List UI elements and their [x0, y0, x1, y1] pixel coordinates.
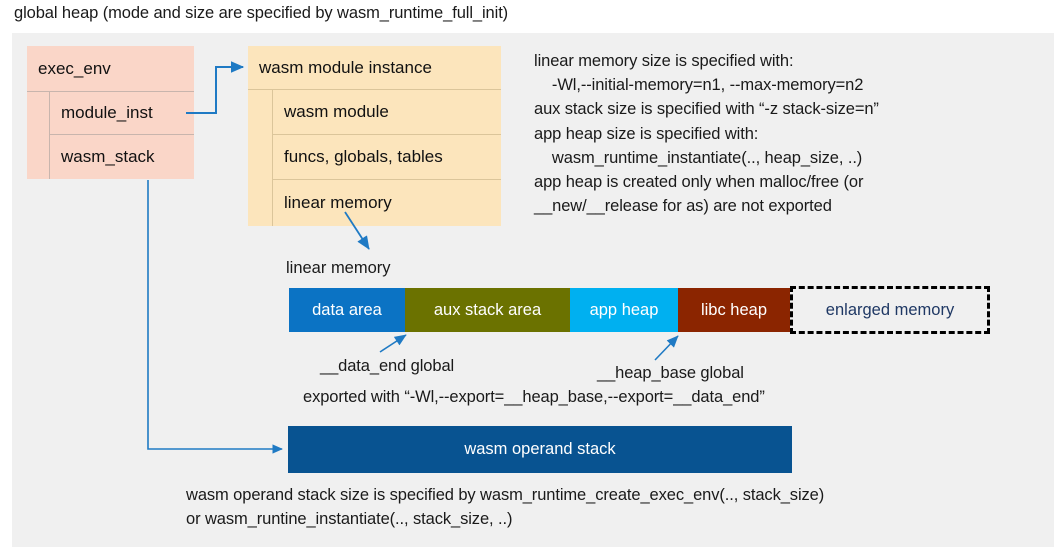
memory-segment-libc-heap: libc heap: [678, 288, 790, 332]
module-instance-indent-gutter: [248, 90, 273, 226]
module-instance-field-wasm-module: wasm module: [273, 90, 501, 135]
memory-segment-label: app heap: [589, 300, 659, 319]
memory-bar-label: linear memory: [286, 259, 391, 277]
memory-segment-label: data area: [312, 300, 382, 319]
module-instance-field-label: linear memory: [284, 193, 392, 212]
callout-heap-base: __heap_base global: [597, 364, 744, 382]
module-instance-field-funcs-globals-tables: funcs, globals, tables: [273, 135, 501, 180]
operand-stack-note: wasm operand stack size is specified by …: [186, 486, 825, 529]
exec-env-indent-gutter: [27, 92, 50, 179]
memory-segment-label: enlarged memory: [825, 300, 955, 319]
exec-env-field-module-inst: module_inst: [50, 92, 194, 135]
exec-env-field-label: wasm_stack: [61, 147, 155, 166]
memory-segment-data-area: data area: [289, 288, 405, 332]
memory-segment-app-heap: app heap: [570, 288, 678, 332]
module-instance-header-label: wasm module instance: [259, 57, 432, 77]
page-title: global heap (mode and size are specified…: [14, 4, 509, 22]
exec-env-field-wasm-stack: wasm_stack: [50, 135, 194, 179]
memory-segment-label: aux stack area: [433, 300, 542, 319]
module-instance-field-linear-memory: linear memory: [273, 180, 501, 226]
exec-env-header-row: exec_env: [27, 46, 194, 92]
callout-data-end: __data_end global: [320, 357, 455, 375]
module-instance-field-label: funcs, globals, tables: [284, 147, 443, 166]
callout-exported-with: exported with “-Wl,--export=__heap_base,…: [303, 388, 765, 406]
wasm-operand-stack-box: wasm operand stack: [288, 426, 792, 473]
exec-env-header-label: exec_env: [38, 58, 111, 78]
module-instance-header-row: wasm module instance: [248, 46, 501, 90]
linear-memory-note: linear memory size is specified with: -W…: [534, 52, 879, 216]
exec-env-field-label: module_inst: [61, 103, 153, 122]
memory-segment-label: libc heap: [700, 300, 768, 319]
module-instance-field-label: wasm module: [284, 102, 389, 121]
memory-segment-enlarged-memory: enlarged memory: [790, 286, 990, 334]
memory-segment-aux-stack-area: aux stack area: [405, 288, 570, 332]
wasm-operand-stack-label: wasm operand stack: [464, 440, 616, 458]
